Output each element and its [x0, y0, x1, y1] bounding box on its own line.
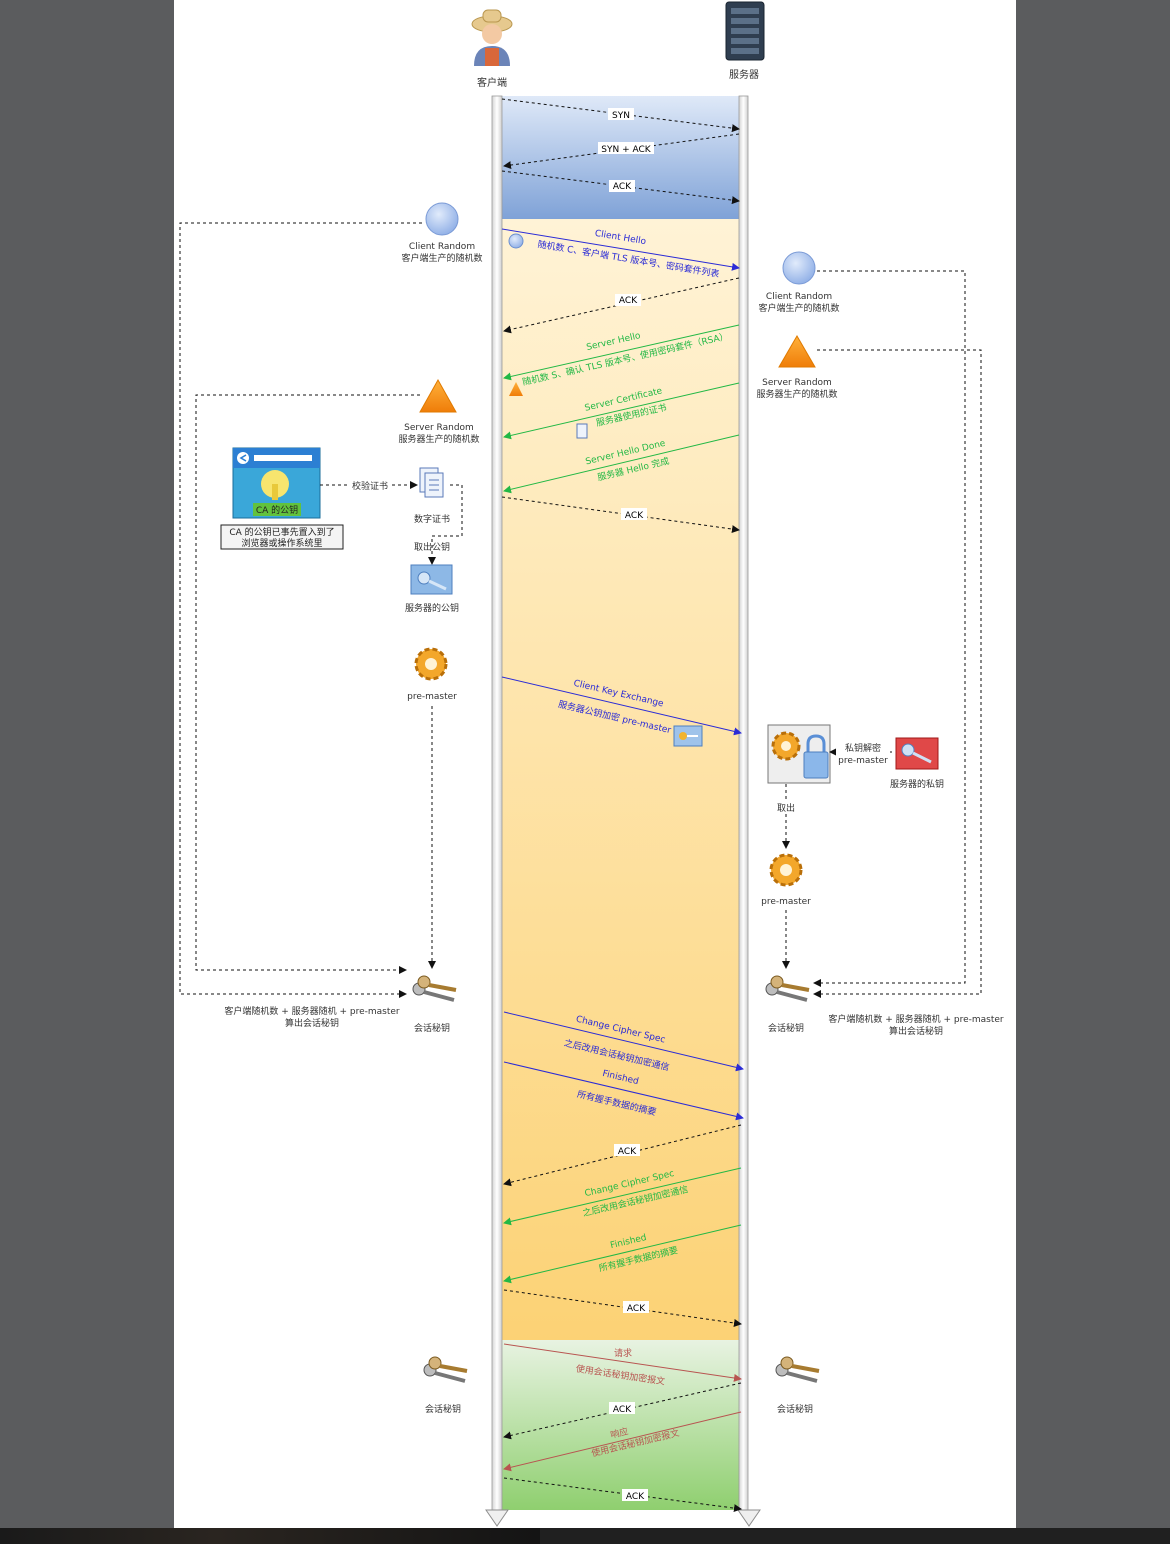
syn-ack-label: SYN + ACK [601, 145, 651, 155]
left-formula-line-1: 客户端随机数 + 服务器随机 + pre-master [224, 1005, 400, 1017]
server-pubkey-label: 服务器的公钥 [405, 602, 459, 614]
server-finished-arrow [503, 1224, 742, 1284]
server-certificate-arrow [503, 382, 740, 440]
extract-pubkey-label: 取出公钥 [414, 541, 450, 553]
session-key-icon-data-left [423, 1356, 468, 1383]
server-hello-done-arrow [503, 434, 740, 494]
session-key-icon-right [765, 975, 810, 1002]
left-server-random-label: Server Random [404, 423, 474, 433]
tcp-ack-label: ACK [613, 182, 632, 192]
server-private-key-icon [895, 737, 939, 770]
data-session-key-right-label: 会话秘钥 [777, 1403, 813, 1415]
syn-label: SYN [612, 111, 630, 121]
request-label: 请求 [614, 1347, 632, 1359]
request-arrow [503, 1343, 742, 1382]
ack-label-1: ACK [619, 296, 638, 306]
ca-note-line-1: CA 的公钥已事先置入到了 [229, 526, 334, 538]
ack-label-3: ACK [618, 1147, 637, 1157]
client-random-icon-right [782, 251, 816, 285]
ack-message-4: ACK [503, 1289, 742, 1327]
client-random-flow-right [813, 270, 966, 987]
digital-cert-label: 数字证书 [414, 513, 450, 525]
server-rack-icon [725, 1, 765, 61]
right-server-random-label: Server Random [762, 378, 832, 388]
left-formula-line-2: 算出会话秘钥 [285, 1017, 339, 1029]
ca-public-key-icon [232, 447, 321, 519]
tls-phase-band [501, 219, 743, 1340]
client-lifeline [485, 95, 509, 1527]
tcp-syn-ack-message: SYN + ACK [503, 133, 740, 170]
left-client-random-desc: 客户端生产的随机数 [401, 252, 482, 264]
diagram-canvas: 客户端 服务器 SYN SYN + ACK ACK Client Hello 随… [174, 0, 1016, 1528]
server-random-flow-right [813, 349, 982, 998]
ack-message-5: ACK [503, 1382, 742, 1440]
ack-label-5: ACK [613, 1405, 632, 1415]
left-session-key-label: 会话秘钥 [414, 1022, 450, 1034]
client-random-flow-left [179, 222, 422, 998]
client-finished-arrow [503, 1061, 744, 1121]
tcp-syn-message: SYN [501, 98, 740, 133]
server-lifeline [737, 95, 761, 1527]
ack-message-3: ACK [503, 1124, 742, 1187]
client-key-exchange-arrow [501, 676, 742, 736]
left-pre-master-label: pre-master [407, 692, 457, 702]
certificate-small-icon [576, 423, 588, 439]
ack-label-4: ACK [627, 1304, 646, 1314]
right-formula-line-1: 客户端随机数 + 服务器随机 + pre-master [828, 1013, 1004, 1025]
client-farmer-icon [471, 9, 513, 66]
ack-message-2: ACK [501, 496, 740, 533]
decrypt-label-1: 私钥解密 [845, 742, 881, 754]
server-random-icon-left [419, 378, 457, 413]
server-hello-arrow [503, 324, 740, 381]
client-label: 客户端 [477, 76, 507, 89]
bottom-desktop-strip [0, 1528, 1170, 1544]
left-server-random-desc: 服务器生产的随机数 [398, 433, 479, 445]
ca-note-line-2: 浏览器或操作系统里 [241, 537, 322, 549]
response-arrow [503, 1411, 742, 1472]
pre-master-gear-icon-left [414, 647, 448, 681]
ca-key-label: CA 的公钥 [256, 504, 298, 516]
ack-label-6: ACK [626, 1492, 645, 1502]
server-label: 服务器 [729, 68, 759, 81]
data-phase-band [501, 1340, 743, 1510]
right-session-key-label: 会话秘钥 [768, 1022, 804, 1034]
ack-message-1: ACK [503, 277, 740, 334]
ack-message-6: ACK [503, 1477, 742, 1513]
decrypt-premaster-icon [767, 724, 831, 784]
digital-certificate-icon [419, 467, 444, 498]
right-formula-line-2: 算出会话秘钥 [889, 1025, 943, 1037]
tls-handshake-diagram: 客户端 服务器 SYN SYN + ACK ACK Client Hello 随… [179, 1, 1004, 1527]
encrypted-premaster-small-icon [673, 725, 703, 747]
right-client-random-label: Client Random [766, 292, 832, 302]
client-change-cipher-arrow [503, 1011, 744, 1072]
server-public-key-icon [410, 564, 453, 595]
right-pre-master-label: pre-master [761, 897, 811, 907]
server-change-cipher-arrow [503, 1167, 742, 1226]
server-privkey-label: 服务器的私钥 [890, 778, 944, 790]
server-random-small-icon [509, 382, 523, 396]
server-random-icon-right [778, 335, 816, 368]
session-key-icon-left [412, 975, 457, 1002]
ca-note-box [220, 524, 344, 550]
extract-label: 取出 [777, 802, 795, 814]
client-random-small-icon [508, 233, 524, 249]
left-client-random-label: Client Random [409, 242, 475, 252]
verify-cert-label: 校验证书 [352, 480, 388, 492]
ack-label-2: ACK [625, 511, 644, 521]
extract-pubkey-arrow [428, 484, 463, 565]
tcp-ack-message: ACK [501, 170, 740, 205]
data-session-key-left-label: 会话秘钥 [425, 1403, 461, 1415]
server-random-flow-left [195, 394, 420, 974]
right-client-random-desc: 客户端生产的随机数 [758, 302, 839, 314]
pre-master-gear-icon-right [769, 853, 803, 887]
session-key-icon-data-right [775, 1356, 820, 1383]
decrypt-label-2: pre-master [838, 756, 888, 766]
client-random-icon-left [425, 202, 459, 236]
client-hello-arrow [501, 228, 740, 271]
right-server-random-desc: 服务器生产的随机数 [756, 388, 837, 400]
